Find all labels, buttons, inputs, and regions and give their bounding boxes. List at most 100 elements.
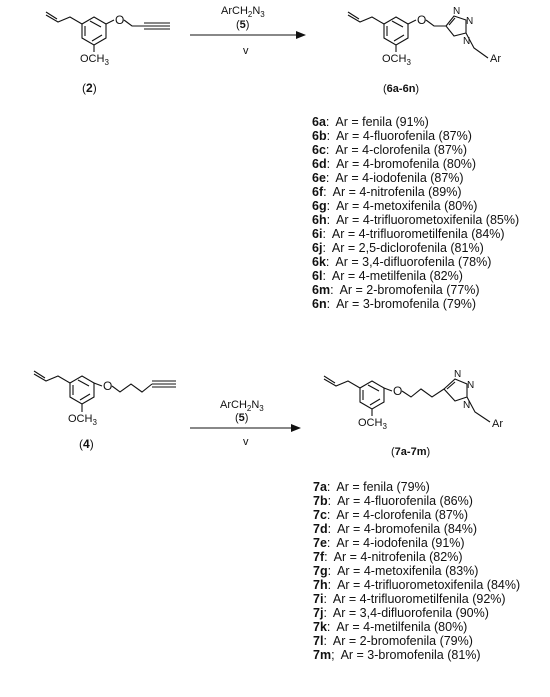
och3-label: OCH3: [358, 417, 387, 431]
compound-code: 7g: [313, 564, 328, 578]
reagent-number: (5): [235, 412, 248, 424]
compound-code: 7m: [313, 648, 332, 662]
compound-separator: :: [327, 494, 332, 508]
compound-item: 6b:Ar = 4-fluorofenila (87%): [312, 129, 519, 143]
compound-item: 7h:Ar = 4-trifluorometoxifenila (84%): [313, 578, 520, 592]
compound-separator: :: [327, 578, 332, 592]
allyl-chain: [347, 14, 385, 25]
compound-item: 7a:Ar = fenila (79%): [313, 480, 520, 494]
compound-separator: :: [323, 634, 327, 648]
compound-item: 6d:Ar = 4-bromofenila (80%): [312, 157, 519, 171]
compound-description: Ar = 3-bromofenila (79%): [336, 297, 477, 311]
compound-item: 7e: Ar = 4-iodofenila (91%): [313, 536, 520, 550]
compound-separator: :: [322, 227, 326, 241]
scheme1-compound-list: 6a: Ar = fenila (91%)6b:Ar = 4-fluorofeni…: [312, 115, 519, 311]
compound-separator: :: [323, 185, 327, 199]
scheme2-compound-list: 7a:Ar = fenila (79%)7b: Ar = 4-fluorofeni…: [313, 480, 520, 662]
compound-separator: :: [325, 143, 330, 157]
scheme2-product: [323, 375, 491, 423]
reagent-formula: ArCH2N3: [221, 5, 265, 19]
reaction-condition: v: [243, 45, 249, 57]
compound-description: Ar = 4-clorofenila (87%): [335, 143, 468, 157]
oxygen-atom: O: [103, 379, 112, 393]
compound-description: Ar = 4-bromofenila (80%): [336, 157, 477, 171]
compound-item: 6f: Ar = 4-nitrofenila (89%): [312, 185, 519, 199]
compound-separator: :: [323, 592, 327, 606]
compound-code: 7j: [313, 606, 324, 620]
compound-description: Ar = 4-trifluorometoxifenila (84%): [337, 578, 521, 592]
scheme2-starting-material: [33, 370, 176, 412]
compound-description: Ar = 3,4-difluorofenila (90%): [332, 606, 489, 620]
compound-separator: :: [326, 213, 331, 227]
compound-description: Ar = 4-nitrofenila (89%): [332, 185, 462, 199]
benzene-ring: [383, 16, 409, 46]
compound-separator: :: [326, 536, 331, 550]
compound-separator: :: [325, 255, 330, 269]
compound-code: 6h: [312, 213, 327, 227]
compound-code: 7i: [313, 592, 324, 606]
compound-code: 6j: [312, 241, 323, 255]
och3-label: OCH3: [68, 413, 97, 427]
compound-code: 6f: [312, 185, 324, 199]
nitrogen-atom: N: [463, 400, 470, 411]
compound-code: 6k: [312, 255, 326, 269]
compound-description: Ar = 4-clorofenila (87%): [336, 508, 469, 522]
allyl-chain: [45, 14, 83, 25]
compound-description: Ar = 3,4-difluorofenila (78%): [335, 255, 492, 269]
nitrogen-atom: N: [466, 16, 473, 27]
compound-item: 6h: Ar = 4-trifluorometoxifenila (85%): [312, 213, 519, 227]
compound-code: 7e: [313, 536, 327, 550]
compound-description: Ar = 4-metilfenila (82%): [331, 269, 463, 283]
product-compound-label: (7a-7m): [391, 446, 430, 458]
allyl-chain: [323, 378, 361, 389]
compound-description: Ar = 4-fluorofenila (86%): [337, 494, 473, 508]
compound-item: 7c:Ar = 4-clorofenila (87%): [313, 508, 520, 522]
compound-separator: :: [322, 269, 326, 283]
compound-item: 6j:Ar = 2,5-diclorofenila (81%): [312, 241, 519, 255]
compound-description: Ar = 4-trifluorometoxifenila (85%): [336, 213, 520, 227]
compound-separator: :: [327, 564, 332, 578]
compound-separator: :: [325, 115, 330, 129]
compound-description: Ar = 4-iodofenila (87%): [335, 171, 464, 185]
compound-code: 7b: [313, 494, 328, 508]
compound-separator: :: [324, 550, 328, 564]
compound-separator: :: [322, 241, 326, 255]
compound-description: Ar = 4-trifluorometilfenila (92%): [332, 592, 506, 606]
compound-description: Ar = 3-bromofenila (81%): [340, 648, 481, 662]
compound-code: 6a: [312, 115, 326, 129]
compound-separator: ;: [331, 648, 335, 662]
oxygen-atom: O: [417, 13, 426, 27]
compound-description: Ar = 4-bromofenila (84%): [337, 522, 478, 536]
compound-code: 6e: [312, 171, 326, 185]
compound-item: 6e: Ar = 4-iodofenila (87%): [312, 171, 519, 185]
compound-separator: :: [326, 297, 331, 311]
och3-label: OCH3: [80, 53, 109, 67]
compound-description: Ar = 4-trifluorometilfenila (84%): [331, 227, 505, 241]
triazole-ring: [445, 15, 467, 37]
nitrogen-atom: N: [467, 380, 474, 391]
compound-code: 7l: [313, 634, 324, 648]
start-compound-label: (2): [82, 81, 97, 95]
compound-code: 7k: [313, 620, 327, 634]
compound-description: Ar = fenila (91%): [335, 115, 429, 129]
compound-item: 7f:Ar = 4-nitrofenila (82%): [313, 550, 520, 564]
compound-code: 6m: [312, 283, 331, 297]
nitrogen-atom: N: [463, 36, 470, 47]
compound-item: 6m:Ar = 2-bromofenila (77%): [312, 283, 519, 297]
compound-code: 6c: [312, 143, 326, 157]
compound-code: 7f: [313, 550, 325, 564]
benzene-ring: [69, 375, 95, 405]
compound-separator: :: [325, 171, 330, 185]
compound-description: Ar = 4-iodofenila (91%): [336, 536, 465, 550]
compound-description: Ar = 4-metilfenila (80%): [336, 620, 468, 634]
product-compound-label: (6a-6n): [383, 83, 419, 95]
nitrogen-atom: N: [453, 6, 460, 17]
compound-description: Ar = fenila (79%): [336, 480, 430, 494]
compound-code: 6i: [312, 227, 323, 241]
och3-label: OCH3: [382, 53, 411, 67]
reaction-condition: v: [243, 436, 249, 448]
compound-separator: :: [323, 606, 327, 620]
compound-item: 7l:Ar = 2-bromofenila (79%): [313, 634, 520, 648]
compound-separator: :: [326, 508, 331, 522]
